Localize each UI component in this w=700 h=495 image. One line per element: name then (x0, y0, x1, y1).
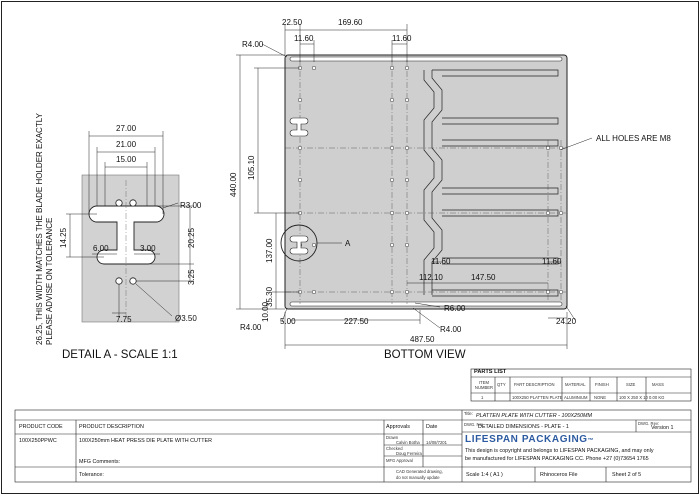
product-desc-value: 100X250mm HEAT PRESS DIE PLATE WITH CUTT… (79, 438, 212, 444)
t-slot-lower (289, 235, 309, 255)
dim-21-00: 21.00 (116, 140, 137, 149)
copyright-line-2: be manufactured for LIFESPAN PACKAGING C… (465, 456, 649, 462)
title-block-grid (14, 409, 692, 483)
dim-11-60-a: 11.60 (294, 34, 314, 43)
sheet-number: Sheet 2 of 5 (612, 472, 642, 478)
product-code-label: PRODUCT CODE (19, 424, 63, 430)
dim-11-60-b: 11.60 (392, 34, 412, 43)
bottom-view: A (229, 18, 671, 361)
parts-header-qty: QTY (497, 382, 506, 387)
tolerance-label: Tolerance: (79, 472, 104, 478)
parts-header-item: ITEM NUMBER (474, 380, 494, 390)
date-label: Date (426, 424, 438, 430)
dim-24-20: 24.20 (556, 317, 577, 326)
dim-11-60-c: 11.60 (431, 257, 451, 266)
dim-22-50: 22.50 (282, 18, 303, 27)
platen-plate (284, 54, 568, 310)
dim-6-00: 6.00 (93, 244, 109, 253)
dim-dia-3-50: Ø3.50 (175, 314, 197, 323)
scale-value: Scale 1:4 ( A1 ) (466, 472, 503, 478)
dim-r4-top: R4.00 (242, 40, 264, 49)
parts-header-mass: MASS (652, 382, 664, 387)
parts-row-item: 1 (481, 395, 484, 400)
dim-147-50: 147.50 (471, 273, 496, 282)
dim-227-50: 227.50 (344, 317, 369, 326)
mfg-comments-label: MFG Comments: (79, 459, 121, 465)
dim-27-00: 27.00 (116, 124, 137, 133)
detail-a-marker: A (345, 239, 351, 248)
bottom-view-title: BOTTOM VIEW (384, 349, 466, 361)
detail-a: 27.00 21.00 15.00 6.00 3.00 14.25 20.25 … (35, 112, 202, 361)
file-type: Rhinoceros File (540, 472, 578, 478)
parts-header-desc: PART DESCRIPTION (514, 382, 555, 387)
copyright-line-1: This design is copyright and belongs to … (465, 448, 654, 454)
detail-hole (129, 277, 137, 285)
title-label: Title: (464, 411, 473, 416)
dim-r4-br: R4.00 (440, 325, 462, 334)
dim-10-00: 10.00 (261, 301, 270, 322)
dim-105-10: 105.10 (247, 155, 256, 180)
parts-header-material: MATERIAL (565, 382, 586, 387)
drawn-label: Drawn (386, 435, 399, 440)
dwg-no-label: DWG. No: (464, 422, 484, 427)
t-slot-upper (289, 117, 309, 137)
dim-r4-bl: R4.00 (240, 323, 262, 332)
parts-row-desc: 100X250 PLATTEN PLATE (512, 395, 563, 400)
dim-14-25: 14.25 (59, 227, 68, 248)
dim-169-60: 169.60 (338, 18, 363, 27)
dwg-rev-label: DWG. Rev: (638, 421, 660, 426)
dim-r-3-00: R3.00 (180, 201, 202, 210)
dim-3-25: 3.25 (187, 269, 196, 285)
dim-35-30: 35.30 (265, 286, 274, 307)
detail-a-title: DETAIL A - SCALE 1:1 (62, 349, 178, 361)
dim-112-10: 112.10 (419, 273, 443, 282)
cad-note-1: CAD Generated drawing, (396, 469, 443, 474)
dim-11-60-d: 11.60 (542, 257, 562, 266)
version-value: Version 1 (651, 425, 674, 431)
brand-logo: LIFESPAN PACKAGING™ (465, 434, 595, 445)
dim-20-25: 20.25 (187, 227, 196, 248)
drawing-title: PLATTEN PLATE WITH CUTTER - 100X250MM (476, 413, 593, 419)
heating-channel (423, 69, 559, 297)
mfg-approval-label: MFG Approval (386, 458, 413, 463)
detail-side-note-1: 26.25, THIS WIDTH MATCHES THE BLADE HOLD… (35, 112, 44, 345)
parts-list-title: PARTS LIST (474, 369, 507, 375)
parts-list-grid (470, 368, 692, 402)
parts-row-mass: 0.00 KG (649, 395, 665, 400)
detail-hole (129, 199, 137, 207)
product-desc-label: PRODUCT DESCRIPTION (79, 424, 144, 430)
parts-row-finish: NONE (594, 395, 607, 400)
parts-row-size: 100 X 250 X 10 (619, 395, 648, 400)
cad-note-2: do not manually update (396, 475, 440, 480)
dim-3-00: 3.00 (140, 244, 156, 253)
top-slot (289, 56, 563, 62)
parts-row-material: ALUMINIUM (564, 395, 588, 400)
parts-header-finish: FINISH (595, 382, 609, 387)
note-all-holes: ALL HOLES ARE M8 (596, 134, 671, 143)
bottom-slot (289, 301, 563, 307)
dim-15-00: 15.00 (116, 155, 137, 164)
dwg-no-value: DETAILED DIMENSIONS - PLATE - 1 (478, 424, 569, 430)
dim-487-50: 487.50 (410, 335, 435, 344)
detail-side-note-2: PLEASE ADVISE ON TOLERANCE (45, 218, 54, 345)
drawn-by: Calvin Botha (396, 440, 420, 445)
product-code-value: 100X250PPWC (19, 438, 57, 444)
detail-hole (115, 277, 123, 285)
dim-r6-00: R6.00 (444, 304, 466, 313)
parts-header-size: SIZE (626, 382, 636, 387)
dim-5-00: 5.00 (280, 317, 296, 326)
dim-137-00: 137.00 (265, 238, 274, 263)
checked-label: Checked (386, 446, 403, 451)
dim-7-75: 7.75 (116, 315, 132, 324)
approvals-label: Approvals (386, 424, 410, 430)
dim-440-00: 440.00 (229, 172, 238, 197)
checked-by: Doug Ferreira (396, 451, 422, 456)
detail-hole (115, 199, 123, 207)
drawn-date: 14/08/7201 (426, 440, 447, 445)
